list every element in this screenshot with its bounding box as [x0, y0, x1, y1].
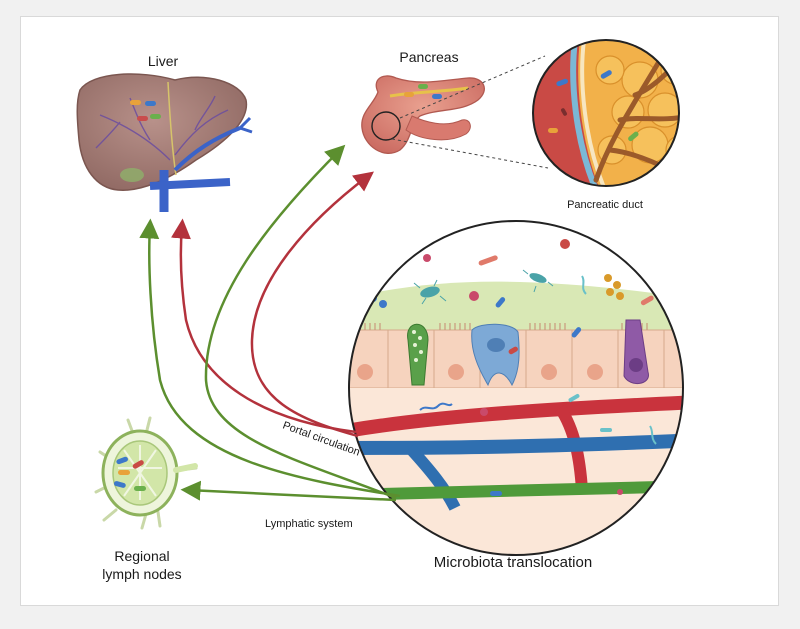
- lymphatic-arrow-to-pancreas: [204, 144, 397, 500]
- portal-arrow-to-pancreas: [250, 171, 374, 438]
- pancreatic-duct-label: Pancreatic duct: [567, 199, 643, 211]
- liver-illustration: Liver: [76, 53, 253, 212]
- lymphatic-arrow-to-lymph-node: [180, 480, 397, 502]
- microbiota-translocation-label: Microbiota translocation: [434, 554, 592, 571]
- lymphatic-system-label: Lymphatic system: [265, 518, 353, 530]
- lymph-nodes-label-line1: Regional: [114, 548, 169, 564]
- portal-arrow-to-liver: [170, 218, 357, 434]
- lymph-nodes-label-line2: lymph nodes: [102, 566, 181, 582]
- lymph-node-illustration: Regional lymph nodes: [94, 416, 198, 582]
- pancreatic-duct-zoom: Pancreatic duct: [532, 39, 680, 211]
- pancreas-illustration: Pancreas: [361, 49, 549, 169]
- translocation-arrows: [139, 144, 401, 502]
- liver-label: Liver: [148, 53, 179, 69]
- pancreas-label: Pancreas: [399, 49, 458, 65]
- lymphatic-arrow-to-liver: [139, 218, 401, 498]
- microbiota-translocation-zoom: Microbiota translocation: [348, 220, 684, 571]
